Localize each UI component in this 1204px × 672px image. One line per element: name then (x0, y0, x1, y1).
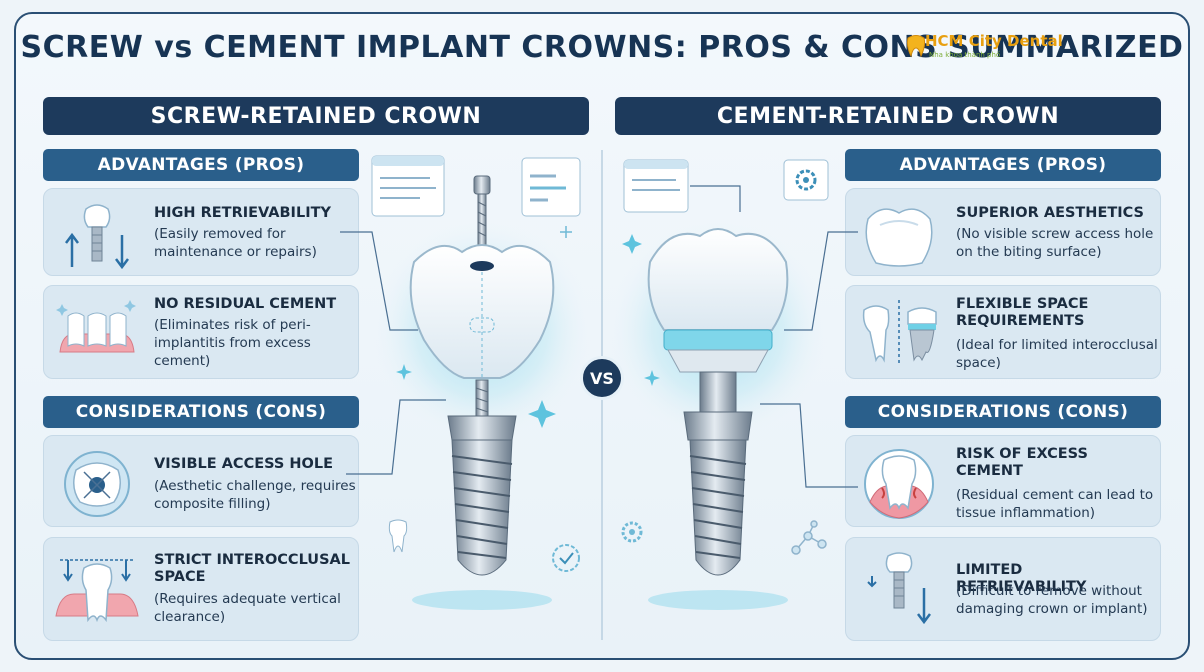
logo-tagline: Nha khoa thành phố (929, 51, 1001, 59)
brand-logo: HCM City Dental Nha khoa thành phố (905, 32, 1085, 64)
logo-tooth-icon (906, 35, 926, 58)
card-description: (Eliminates risk of peri-implantitis fro… (154, 317, 311, 369)
card-title: NO RESIDUAL CEMENT (154, 296, 337, 312)
tooth-implant-arrows-icon (65, 204, 129, 270)
logo-name: HCM City Dental (925, 32, 1063, 50)
screw-column-header: SCREW-RETAINED CROWN (43, 97, 589, 135)
cement-con-card-limited-retrievability: LIMITED RETRIEVABILITY (Difficult to rem… (845, 537, 1161, 641)
cement-con-card-excess-cement: RISK OF EXCESS CEMENT (Residual cement c… (845, 435, 1161, 527)
card-title: LIMITED RETRIEVABILITY (956, 562, 1087, 595)
gum-cement-icon (864, 449, 934, 519)
screw-con-card-interocclusal: STRICT INTEROCCLUSAL SPACE (Requires ade… (43, 537, 359, 641)
card-description: (Difficult to remove without damaging cr… (956, 583, 1148, 617)
screw-pro-card-no-cement: NO RESIDUAL CEMENT (Eliminates risk of p… (43, 285, 359, 379)
screw-con-card-access-hole: VISIBLE ACCESS HOLE (Aesthetic challenge… (43, 435, 359, 527)
crown-icon (865, 208, 933, 267)
interocclusal-space-icon (55, 559, 139, 623)
screw-cons-header: CONSIDERATIONS (CONS) (43, 396, 359, 428)
card-description: (Aesthetic challenge, requires composite… (154, 478, 356, 512)
card-title: RISK OF EXCESS CEMENT (956, 446, 1088, 479)
card-title: HIGH RETRIEVABILITY (154, 205, 331, 221)
card-description: (Residual cement can lead to tissue infl… (956, 487, 1154, 521)
screw-pros-header: ADVANTAGES (PROS) (43, 149, 359, 181)
card-description: (No visible screw access hole on the bit… (956, 226, 1154, 260)
cement-pros-header: ADVANTAGES (PROS) (845, 149, 1161, 181)
screw-pro-card-retrievability: HIGH RETRIEVABILITY (Easily removed for … (43, 188, 359, 276)
card-title: VISIBLE ACCESS HOLE (154, 456, 333, 472)
access-hole-icon (64, 451, 130, 517)
cement-pro-card-aesthetics: SUPERIOR AESTHETICS (No visible screw ac… (845, 188, 1161, 276)
vs-badge: VS (580, 356, 624, 400)
teeth-gum-icon (56, 300, 136, 353)
page-title: SCREW vs CEMENT IMPLANT CROWNS: PROS & C… (20, 30, 1184, 65)
card-title: STRICT INTEROCCLUSAL SPACE (154, 552, 350, 585)
implant-down-arrow-icon (867, 552, 931, 625)
card-description: (Easily removed for maintenance or repai… (154, 226, 317, 260)
card-title: SUPERIOR AESTHETICS (956, 205, 1144, 221)
cement-pro-card-flexible-space: FLEXIBLE SPACE REQUIREMENTS (Ideal for l… (845, 285, 1161, 379)
cement-column-header: CEMENT-RETAINED CROWN (615, 97, 1161, 135)
card-title: FLEXIBLE SPACE REQUIREMENTS (956, 296, 1089, 329)
cement-cons-header: CONSIDERATIONS (CONS) (845, 396, 1161, 428)
tooth-comparison-icon (862, 300, 937, 364)
card-description: (Ideal for limited interocclusal space) (956, 337, 1158, 371)
card-description: (Requires adequate vertical clearance) (154, 591, 341, 625)
